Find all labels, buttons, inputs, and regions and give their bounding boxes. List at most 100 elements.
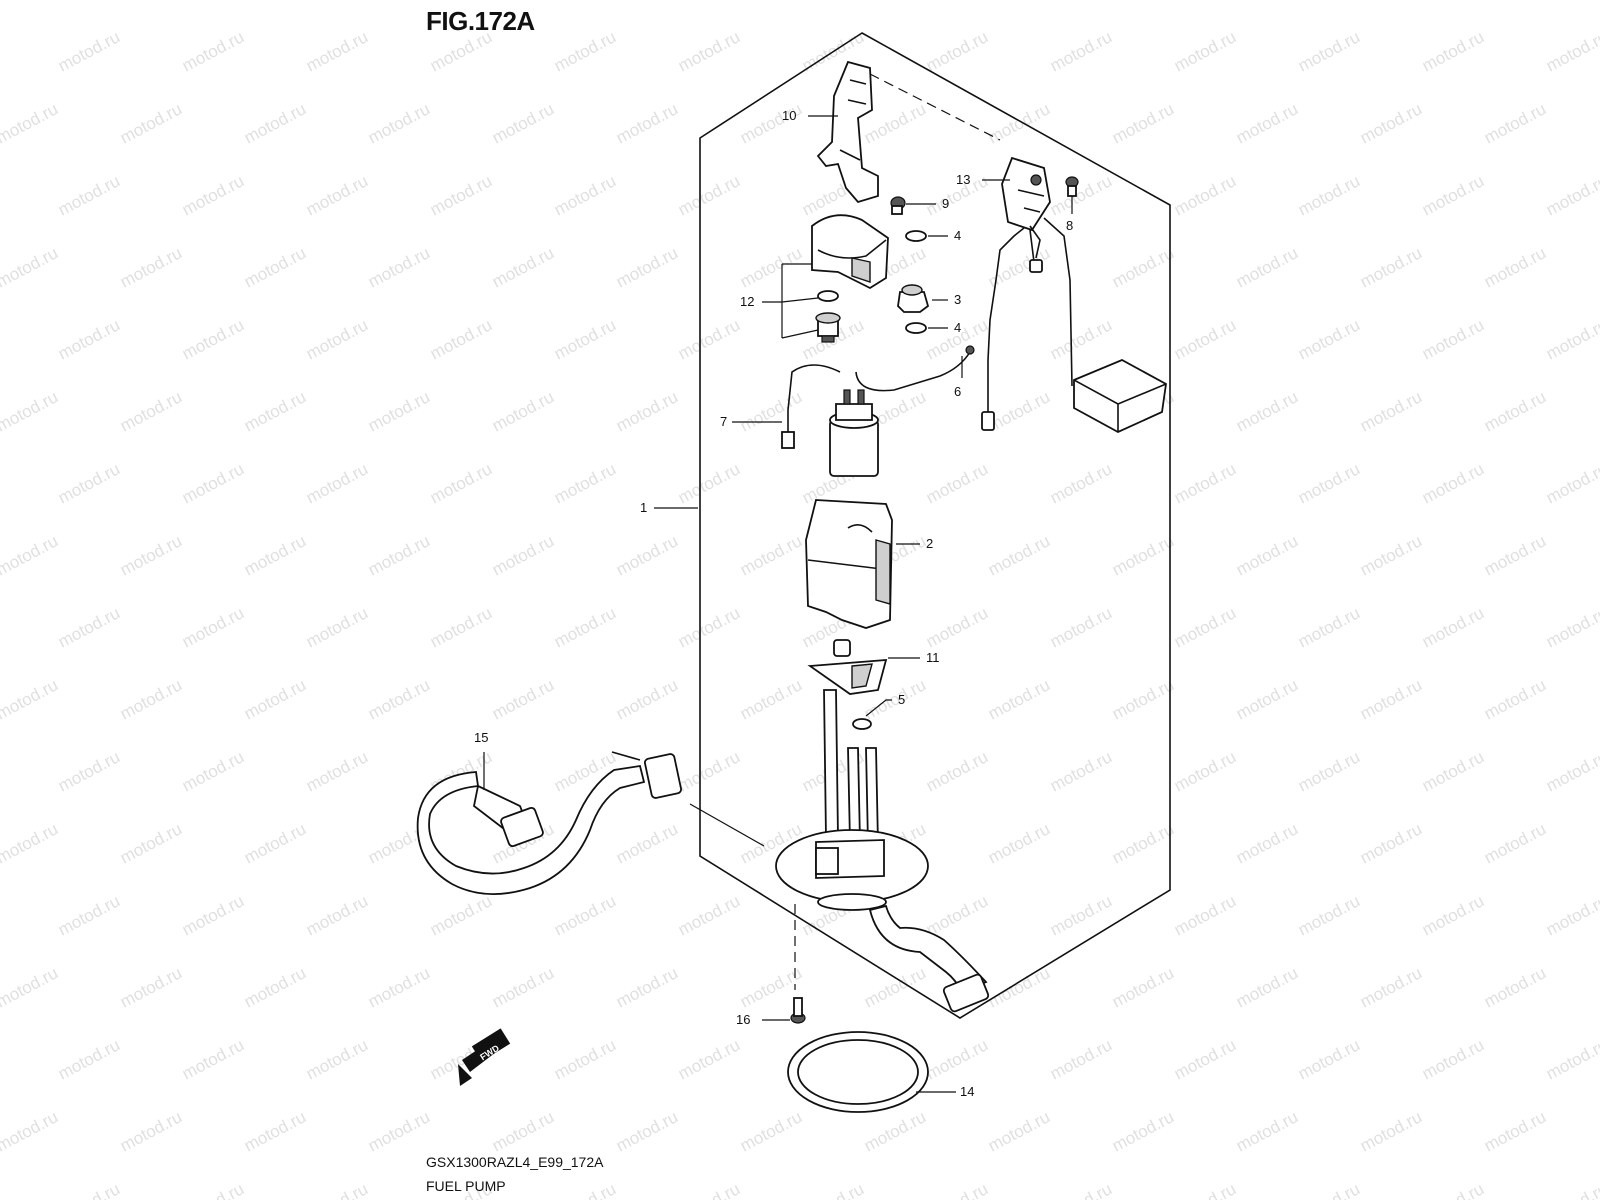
watermark-text: motod.ru [985, 1107, 1053, 1155]
watermark-text: motod.ru [1295, 1035, 1363, 1083]
watermark-text: motod.ru [0, 99, 61, 147]
watermark-text: motod.ru [1171, 1035, 1239, 1083]
watermark-text: motod.ru [1295, 747, 1363, 795]
watermark-text: motod.ru [675, 1179, 743, 1200]
watermark-text: motod.ru [1419, 603, 1487, 651]
watermark-text: motod.ru [427, 891, 495, 939]
watermark-text: motod.ru [1047, 1035, 1115, 1083]
callout-1: 1 [640, 500, 647, 515]
part-14-gasket [787, 1031, 929, 1113]
watermark-text: motod.ru [303, 1179, 371, 1200]
watermark-text: motod.ru [1419, 747, 1487, 795]
watermark-text: motod.ru [117, 0, 185, 4]
watermark-text: motod.ru [179, 1035, 247, 1083]
watermark-text: motod.ru [55, 1035, 123, 1083]
watermark-text: motod.ru [365, 963, 433, 1011]
watermark-text: motod.ru [675, 315, 743, 363]
callout-labels: 1 2 3 4 4 5 6 7 8 9 10 11 12 13 14 15 16 [474, 108, 1073, 1099]
watermark-text: motod.ru [1233, 99, 1301, 147]
watermark-text: motod.ru [1295, 27, 1363, 75]
watermark-text: motod.ru [1419, 315, 1487, 363]
watermark-text: motod.ru [1109, 819, 1177, 867]
watermark-text: motod.ru [179, 891, 247, 939]
watermark-text: motod.ru [675, 171, 743, 219]
watermark-text: motod.ru [1419, 171, 1487, 219]
watermark-text: motod.ru [1171, 603, 1239, 651]
watermark-text: motod.ru [737, 387, 805, 435]
part-2-pump-holder [805, 499, 893, 629]
watermark-text: motod.ru [1543, 1179, 1600, 1200]
watermark-text: motod.ru [303, 459, 371, 507]
watermark-text: motod.ru [241, 99, 309, 147]
watermark-text: motod.ru [737, 0, 805, 4]
watermark-text: motod.ru [985, 963, 1053, 1011]
watermark-text: motod.ru [489, 0, 557, 4]
callout-6: 6 [954, 384, 961, 399]
watermark-text: motod.ru [1419, 459, 1487, 507]
watermark-text: motod.ru [1357, 819, 1425, 867]
watermark-text: motod.ru [179, 171, 247, 219]
watermark-text: motod.ru [117, 675, 185, 723]
watermark-text: motod.ru [1233, 675, 1301, 723]
watermark-text: motod.ru [1419, 1035, 1487, 1083]
watermark-text: motod.ru [737, 243, 805, 291]
part-11-fuel-filter [807, 639, 888, 695]
callout-10: 10 [782, 108, 796, 123]
watermark-text: motod.ru [1543, 315, 1600, 363]
part-4-o-ring-lower [905, 322, 927, 334]
watermark-text: motod.ru [427, 315, 495, 363]
watermark-text: motod.ru [799, 1179, 867, 1200]
watermark-text: motod.ru [675, 891, 743, 939]
part-8-screw [1065, 176, 1079, 197]
watermark-text: motod.ru [0, 675, 61, 723]
watermark-text: motod.ru [551, 459, 619, 507]
callout-11: 11 [926, 650, 940, 665]
callout-16: 16 [736, 1012, 750, 1027]
watermark-text: motod.ru [1109, 531, 1177, 579]
callout-7: 7 [720, 414, 727, 429]
figure-code: GSX1300RAZL4_E99_172A [426, 1154, 604, 1170]
watermark-text: motod.ru [1233, 1107, 1301, 1155]
watermark-text: motod.ru [1543, 747, 1600, 795]
watermark-text: motod.ru [1543, 459, 1600, 507]
watermark-text: motod.ru [241, 531, 309, 579]
watermark-text: motod.ru [1171, 315, 1239, 363]
watermark-text: motod.ru [613, 99, 681, 147]
watermark-text: motod.ru [1233, 963, 1301, 1011]
watermark-text: motod.ru [303, 27, 371, 75]
callout-12: 12 [740, 294, 754, 309]
watermark-text: motod.ru [1171, 891, 1239, 939]
callout-5: 5 [898, 692, 905, 707]
watermark-text: motod.ru [1419, 1179, 1487, 1200]
watermark-text: motod.ru [1047, 27, 1115, 75]
watermark-text: motod.ru [365, 99, 433, 147]
watermark-text: motod.ru [0, 819, 61, 867]
watermark-text: motod.ru [923, 891, 991, 939]
watermark-text: motod.ru [1481, 99, 1549, 147]
part-12-regulator-body [815, 312, 841, 343]
part-13-fuel-level-gauge [981, 156, 1167, 434]
watermark-text: motod.ru [737, 1107, 805, 1155]
watermark-text: motod.ru [117, 387, 185, 435]
watermark-text: motod.ru [1047, 747, 1115, 795]
watermark-text: motod.ru [55, 747, 123, 795]
watermark-text: motod.ru [1357, 99, 1425, 147]
watermark-text: motod.ru [55, 603, 123, 651]
watermark-text: motod.ru [1295, 315, 1363, 363]
callout-13: 13 [956, 172, 970, 187]
watermark-text: motod.ru [1233, 243, 1301, 291]
part-15-fuel-hose [416, 751, 682, 895]
part-7-lead-wire [781, 364, 841, 449]
watermark-text: motod.ru [985, 819, 1053, 867]
watermark-text: motod.ru [1357, 0, 1425, 4]
watermark-text: motod.ru [1419, 891, 1487, 939]
watermark-text: motod.ru [1109, 675, 1177, 723]
watermark-text: motod.ru [1047, 603, 1115, 651]
watermark-text: motod.ru [1171, 171, 1239, 219]
watermark-text: motod.ru [427, 459, 495, 507]
watermark-text: motod.ru [551, 603, 619, 651]
watermark-text: motod.ru [1357, 1107, 1425, 1155]
watermark-text: motod.ru [1543, 1035, 1600, 1083]
watermark-text: motod.ru [551, 891, 619, 939]
